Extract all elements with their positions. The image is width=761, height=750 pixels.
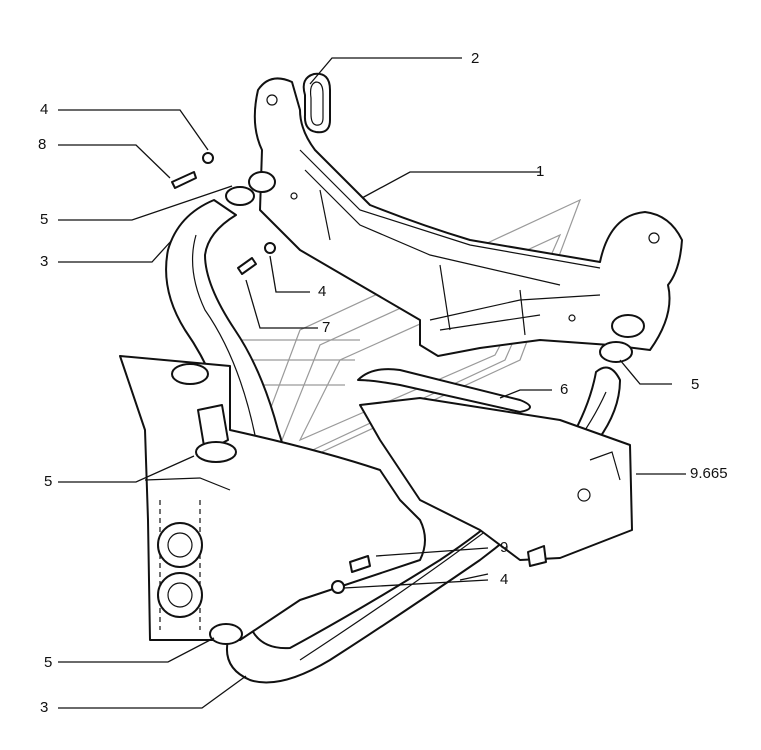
callout-8: 8 [38,136,46,153]
callout-7: 7 [322,319,330,336]
callout-labels: 1 2 3 3 4 4 4 5 5 5 5 6 7 8 9 9.665 [38,50,728,716]
callout-5: 5 [44,654,52,671]
fasteners [171,152,547,594]
callout-4: 4 [500,571,508,588]
hose-clamps [195,186,633,645]
callout-1: 1 [536,163,544,180]
callout-5: 5 [691,376,699,393]
callout-5: 5 [40,211,48,228]
bracket-ring [302,72,331,134]
crossmember [248,77,683,357]
seal [357,368,531,413]
reservoir-tank [119,355,633,641]
callout-5: 5 [44,473,52,490]
callout-6: 6 [560,381,568,398]
callout-9665: 9.665 [690,465,728,482]
callout-4: 4 [318,283,326,300]
callout-3: 3 [40,253,48,270]
callout-2: 2 [471,50,479,67]
callout-4: 4 [40,101,48,118]
leader-lines [58,57,686,709]
callout-9: 9 [500,539,508,556]
callout-3: 3 [40,699,48,716]
